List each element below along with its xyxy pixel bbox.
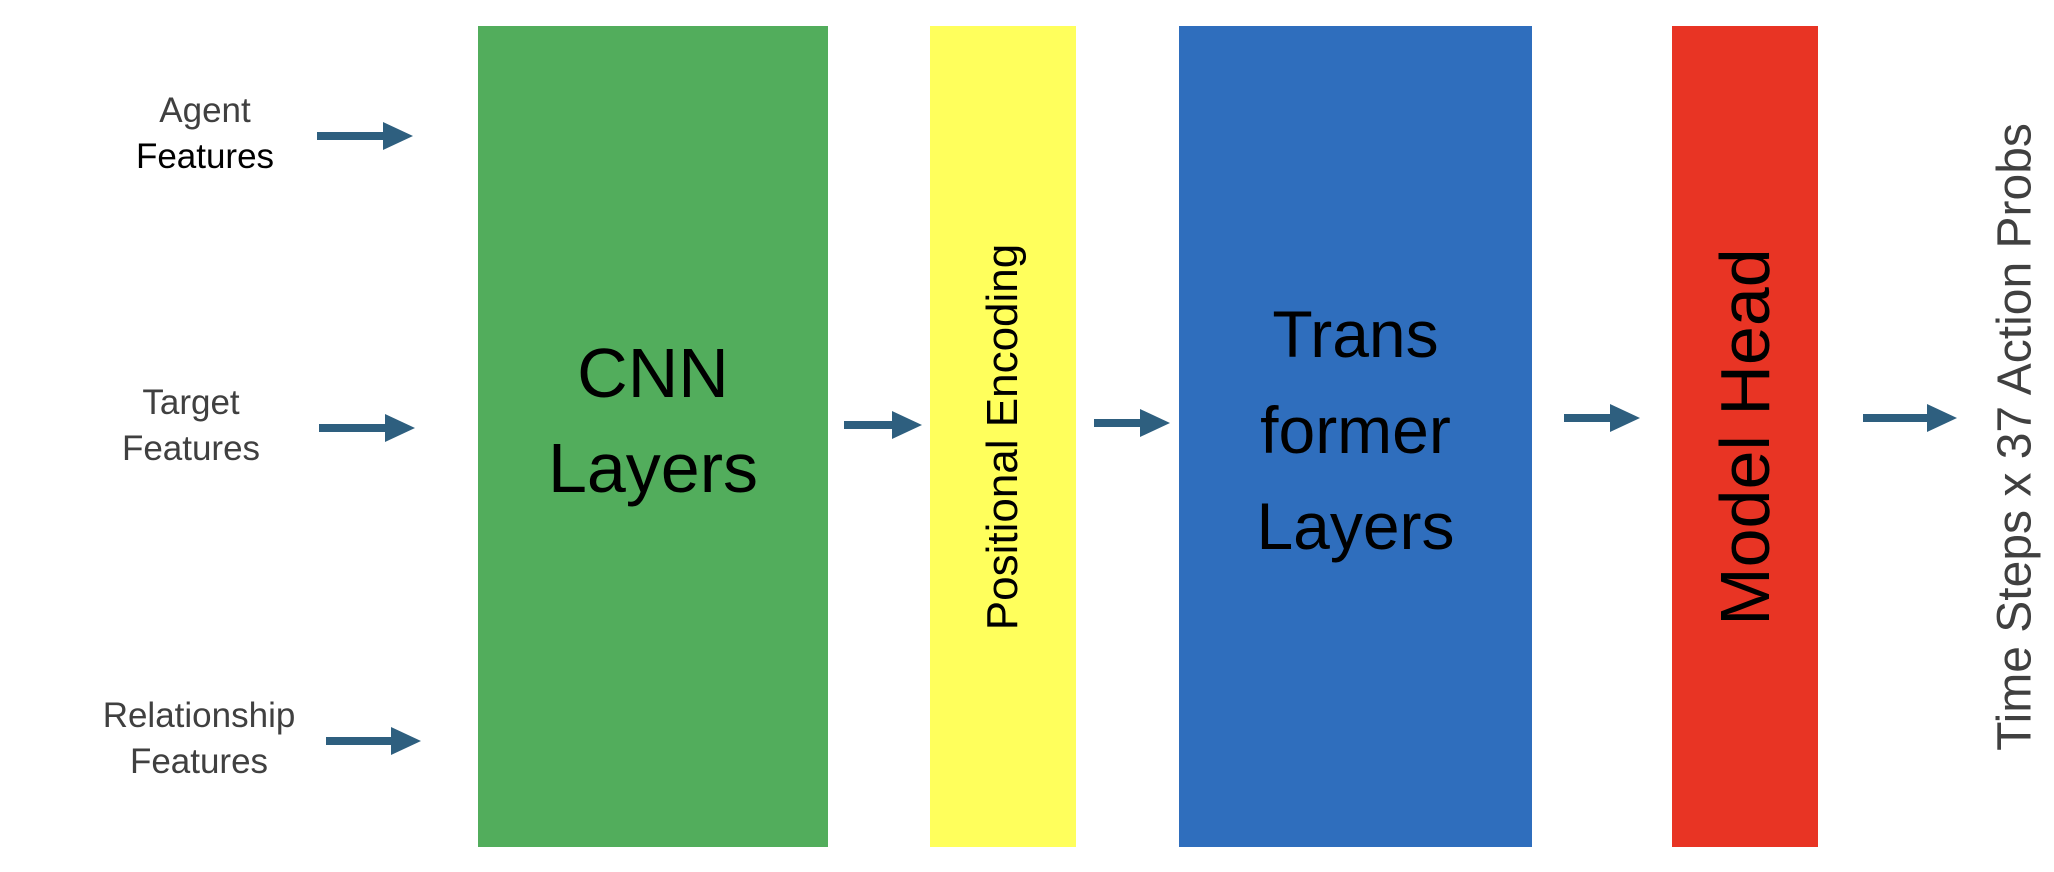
relationship-features-label: Relationship Features — [69, 693, 329, 785]
relationship-features-line1: Relationship — [102, 696, 296, 735]
transformer-layers-line2: former — [1260, 393, 1451, 467]
target-features-label: Target Features — [61, 380, 321, 472]
arrow-target-icon — [319, 414, 415, 442]
transformer-layers-line3: Layers — [1256, 489, 1455, 563]
target-features-line1: Target — [142, 383, 240, 422]
agent-features-label: Agent Features — [75, 88, 335, 180]
positional-encoding-block: Positional Encoding — [930, 26, 1076, 847]
cnn-layers-line2: Layers — [547, 429, 759, 507]
relationship-features-line2: Features — [129, 742, 269, 781]
transformer-layers-block: Trans former Layers — [1179, 26, 1532, 847]
model-head-block: Model Head — [1672, 26, 1818, 847]
arrow-relationship-icon — [326, 727, 421, 755]
arrow-transformer-to-head-icon — [1564, 404, 1640, 432]
arrow-positional-to-transformer-icon — [1094, 409, 1170, 437]
agent-features-line1: Agent — [159, 91, 251, 130]
transformer-layers-line1: Trans — [1272, 297, 1439, 371]
cnn-layers-block: CNN Layers — [478, 26, 828, 847]
positional-encoding-label: Positional Encoding — [978, 243, 1027, 630]
arrow-cnn-to-positional-icon — [844, 411, 922, 439]
cnn-layers-line1: CNN — [577, 334, 729, 412]
output-label: Time Steps x 37 Action Probs — [1988, 122, 2042, 751]
model-head-label: Model Head — [1706, 247, 1784, 626]
output-label-container: Time Steps x 37 Action Probs — [1950, 26, 2054, 847]
cnn-layers-label: CNN Layers — [478, 326, 828, 516]
agent-features-line2: Features — [135, 137, 275, 176]
transformer-layers-label: Trans former Layers — [1179, 286, 1532, 574]
arrow-head-to-output-icon — [1863, 404, 1957, 432]
target-features-line2: Features — [121, 429, 261, 468]
